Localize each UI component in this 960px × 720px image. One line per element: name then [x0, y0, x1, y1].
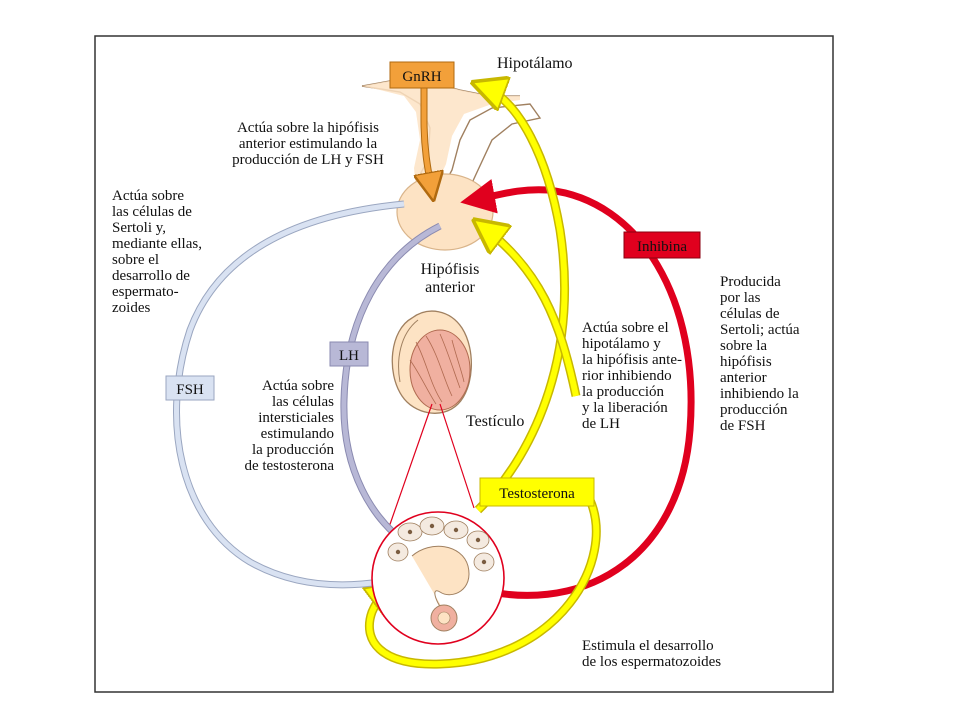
testosterone-action-caption-line: hipotálamo y: [582, 336, 661, 352]
inhibin-action-caption-line: hipófisis: [720, 354, 772, 370]
zoom-line-right: [439, 403, 475, 509]
inhibin-action-caption-line: sobre la: [720, 338, 767, 354]
lh-arrow: [341, 223, 442, 546]
testosterone-action-caption-line: de LH: [582, 416, 620, 432]
testis-illustration: [391, 310, 472, 414]
lh-action-caption-line: de testosterona: [244, 458, 334, 474]
inhibin-action-caption-line: de FSH: [720, 418, 766, 434]
testosterone-box: Testosterona: [479, 477, 595, 507]
fsh-action-caption-line: mediante ellas,: [112, 236, 202, 252]
inhibin-arrow: [460, 179, 695, 599]
lh-action-caption-line: estimulando: [261, 426, 334, 442]
gnrh-action-caption-line: anterior estimulando la: [239, 136, 378, 152]
testosterone-action-caption-line: la hipófisis ante-: [582, 352, 682, 368]
testis-label: Testículo: [466, 413, 524, 430]
lh-action-caption-line: Actúa sobre: [262, 378, 334, 394]
pituitary-label-line1: Hipófisis: [421, 261, 480, 278]
fsh-action-caption-line: las células de: [112, 204, 192, 220]
seminiferous-tubule-magnification: [371, 511, 505, 645]
gnrh-label: GnRH: [402, 69, 441, 85]
fsh-action-caption-line: sobre el: [112, 252, 159, 268]
testosterone-action-caption-line: rior inhibiendo: [582, 368, 672, 384]
inhibin-action-caption-line: Producida: [720, 274, 781, 290]
inhibin-action-caption-line: células de: [720, 306, 780, 322]
lh-action-caption-line: intersticiales: [258, 410, 334, 426]
lh-action-caption-line: la producción: [252, 442, 335, 458]
anterior-pituitary: [396, 173, 494, 251]
fsh-box: FSH: [165, 375, 215, 401]
testosterone-action-caption-line: la producción: [582, 384, 665, 400]
testosterone-to-pituitary-arrow: [482, 226, 579, 397]
zoom-line-left: [387, 403, 433, 531]
tubule-segment: [411, 545, 470, 615]
inhibin-action-caption-line: por las: [720, 290, 761, 306]
fsh-action-caption-line: Sertoli y,: [112, 220, 166, 236]
interstitial-cells: [387, 516, 495, 572]
testosterone-label: Testosterona: [499, 486, 575, 502]
pituitary-label-line2: anterior: [425, 279, 475, 296]
inhibin-box: Inhibina: [623, 231, 701, 259]
fsh-action-caption-line: desarrollo de: [112, 268, 190, 284]
gnrh-arrow: [424, 88, 432, 192]
inhibin-label: Inhibina: [637, 239, 687, 255]
gnrh-action-caption-line: Actúa sobre la hipófisis: [237, 120, 379, 136]
inhibin-action-caption-line: producción: [720, 402, 788, 418]
lh-action-caption-line: las células: [272, 394, 334, 410]
testosterone-action-caption-line: Actúa sobre el: [582, 320, 669, 336]
hypothalamus-label: Hipotálamo: [497, 55, 573, 72]
sperm-development-arrow: [369, 498, 600, 668]
fsh-action-caption-line: Actúa sobre: [112, 188, 184, 204]
fsh-label: FSH: [176, 382, 204, 398]
lh-box: LH: [329, 341, 369, 367]
gnrh-action-caption-line: producción de LH y FSH: [232, 152, 384, 168]
inhibin-action-caption-line: Sertoli; actúa: [720, 322, 800, 338]
gnrh-box: GnRH: [389, 61, 455, 89]
lh-label: LH: [339, 348, 359, 364]
sperm-development-caption-line: de los espermatozoides: [582, 654, 721, 670]
testosterone-action-caption-line: y la liberación: [582, 400, 668, 416]
fsh-action-caption-line: zoides: [112, 300, 150, 316]
fsh-action-caption-line: espermato-: [112, 284, 179, 300]
sperm-development-caption-line: Estimula el desarrollo: [582, 638, 714, 654]
fsh-arrow: [174, 201, 405, 585]
testosterone-to-hypothalamus-arrow: [478, 86, 568, 513]
inhibin-action-caption-line: anterior: [720, 370, 767, 386]
inhibin-action-caption-line: inhibiendo la: [720, 386, 799, 402]
